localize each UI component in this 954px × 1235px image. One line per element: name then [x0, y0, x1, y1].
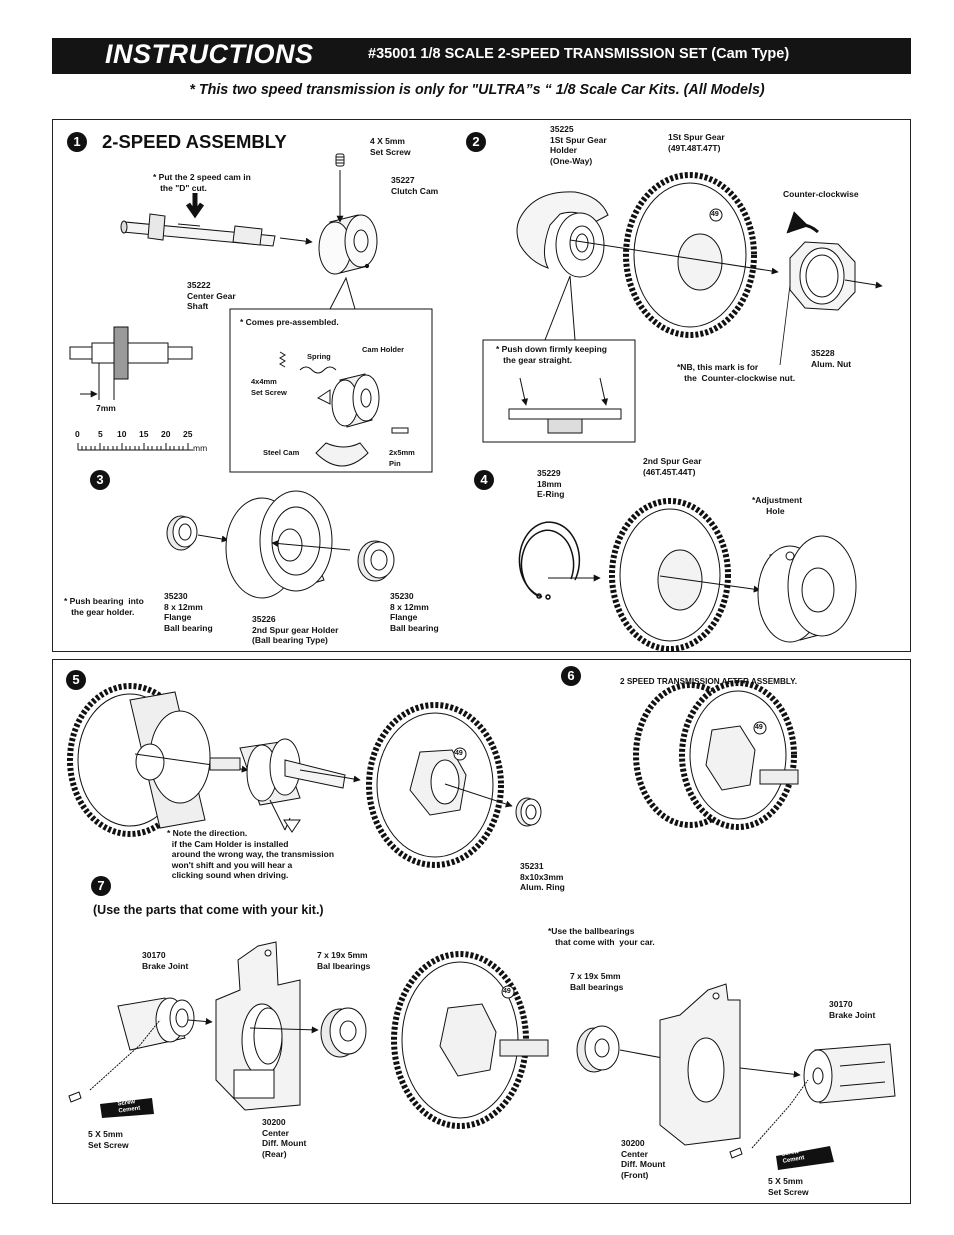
ruler-tick-20: 20 [161, 429, 171, 439]
step-2-number: 2 [466, 132, 486, 152]
label-note-direction: * Note the direction. if the Cam Holder … [167, 828, 335, 880]
label-use-ballbearings: *Use the ballbearings that come with you… [548, 926, 655, 947]
label-spring: Spring [307, 352, 331, 361]
ruler-tick-15: 15 [139, 429, 149, 439]
clutch-cam [318, 214, 378, 275]
label-center-gear-shaft: 35222 Center Gear Shaft [187, 280, 236, 311]
gear-mark-step6: 49 [755, 724, 763, 731]
label-brake-joint-right: 30170 Brake Joint [829, 999, 876, 1020]
set-screws-5x5 [68, 1019, 809, 1159]
e-ring [518, 521, 581, 600]
assembled-transmission [633, 680, 799, 830]
diff-mount-front [659, 983, 741, 1146]
label-push-down: * Push down firmly keeping the gear stra… [496, 344, 607, 365]
second-spur-gear-holder [225, 490, 333, 599]
label-cam-holder: Cam Holder [362, 345, 405, 354]
diff-mount-rear [215, 941, 301, 1111]
brake-joint-right [803, 1043, 896, 1104]
label-put-cam: * Put the 2 speed cam in the "D" cut. [153, 172, 251, 193]
set-screw-4x5 [335, 153, 345, 167]
bearing-right [576, 1025, 620, 1073]
header-bar [52, 38, 911, 74]
preassembled-box [229, 308, 433, 473]
flange-bearing-left [166, 515, 198, 551]
step5-gear-left [67, 683, 211, 837]
push-arrow [185, 193, 205, 219]
cam-holder [317, 373, 380, 428]
label-set-screw-4x5: 4 X 5mm Set Screw [370, 136, 411, 157]
shaft-side-view [69, 326, 193, 400]
label-diff-mount-front: 30200 Center Diff. Mount (Front) [621, 1138, 666, 1180]
label-push-bearing: * Push bearing into the gear holder. [64, 596, 144, 617]
panel-steps-5-7 [52, 659, 911, 1204]
label-e-ring: 35229 18mm E-Ring [537, 468, 565, 499]
label-comes-preassembled: * Comes pre-assembled. [240, 317, 339, 327]
gear-mark-step5: 49 [455, 750, 463, 757]
ruler-tick-0: 0 [75, 429, 80, 439]
ruler-tick-10: 10 [117, 429, 127, 439]
ccw-arrow [786, 211, 819, 234]
step-4-number: 4 [474, 470, 494, 490]
label-bearing-left: 35230 8 x 12mm Flange Ball bearing [164, 591, 213, 633]
step-7-subtitle: (Use the parts that come with your kit.) [93, 903, 324, 917]
label-brake-joint-left: 30170 Brake Joint [142, 950, 189, 971]
label-steel-cam: Steel Cam [263, 448, 300, 457]
step-3-number: 3 [90, 470, 110, 490]
alum-nut [789, 241, 856, 311]
gear-mark-step7: 49 [503, 988, 511, 995]
gear-mark-step2: 49 [711, 211, 719, 218]
label-set-screw-5x5-left: 5 X 5mm Set Screw [88, 1129, 129, 1150]
label-nb-mark: *NB, this mark is for the Counter-clockw… [677, 362, 796, 383]
label-clutch-cam: 35227 Clutch Cam [391, 175, 439, 196]
label-alum-nut: 35228 Alum. Nut [811, 348, 852, 369]
label-second-spur-gear: 2nd Spur Gear (46T.45T.44T) [643, 456, 702, 477]
label-bearings-right: 7 x 19x 5mm Ball bearings [570, 971, 624, 992]
second-holder-assembled [757, 535, 857, 643]
step-1-number: 1 [67, 132, 87, 152]
alum-ring [515, 797, 542, 827]
label-spur-holder-2: 35226 2nd Spur gear Holder (Ball bearing… [252, 614, 339, 645]
label-diff-mount-rear: 30200 Center Diff. Mount (Rear) [262, 1117, 307, 1159]
page-subtitle: #35001 1/8 SCALE 2-SPEED TRANSMISSION SE… [368, 46, 790, 62]
step-1-title: 2-SPEED ASSEMBLY [102, 131, 287, 152]
flange-bearing-right [357, 540, 395, 582]
scale-ruler [77, 443, 193, 451]
label-dim-7mm: 7mm [96, 403, 116, 413]
step7-gear [391, 951, 549, 1129]
first-spur-gear-holder [516, 191, 609, 278]
step-5-number: 5 [66, 670, 86, 690]
second-spur-gear [609, 498, 731, 652]
label-bearings-left: 7 x 19x 5mm Bal lbearings [317, 950, 371, 971]
screw-cement-tubes [100, 1098, 834, 1170]
panel-steps-1-4 [52, 119, 911, 652]
step-6-number: 6 [561, 666, 581, 686]
step5-shaft-cam [209, 738, 346, 806]
label-set-screw-5x5-right: 5 X 5mm Set Screw [768, 1176, 809, 1197]
label-first-spur-gear: 1St Spur Gear (49T.48T.47T) [668, 132, 725, 153]
label-bearing-right: 35230 8 x 12mm Flange Ball bearing [390, 591, 439, 633]
step5-gear-right [366, 702, 504, 868]
compatibility-note: * This two speed transmission is only fo… [189, 82, 765, 98]
label-spur-gear-holder: 35225 1St Spur Gear Holder (One-Way) [550, 124, 607, 166]
step-6-caption: 2 SPEED TRANSMISSION AFTER ASSEMBLY. [620, 677, 797, 686]
step-7-number: 7 [91, 876, 111, 896]
label-alum-ring: 35231 8x10x3mm Alum. Ring [520, 861, 565, 892]
page-title: INSTRUCTIONS [105, 39, 314, 69]
brake-joint-left [117, 997, 195, 1051]
bearing-left [320, 1007, 367, 1058]
label-set-screw-4x4: 4x4mm Set Screw [251, 377, 287, 397]
label-ccw: Counter-clockwise [783, 189, 859, 199]
push-down-box [482, 339, 636, 443]
label-adjustment-hole: *Adjustment Hole [752, 495, 803, 516]
center-gear-shaft [120, 213, 276, 247]
ruler-tick-25: 25 [183, 429, 193, 439]
ruler-unit: mm [193, 443, 208, 453]
label-pin: 2x5mm Pin [389, 448, 415, 468]
first-spur-gear [623, 172, 757, 338]
ruler-tick-5: 5 [98, 429, 103, 439]
